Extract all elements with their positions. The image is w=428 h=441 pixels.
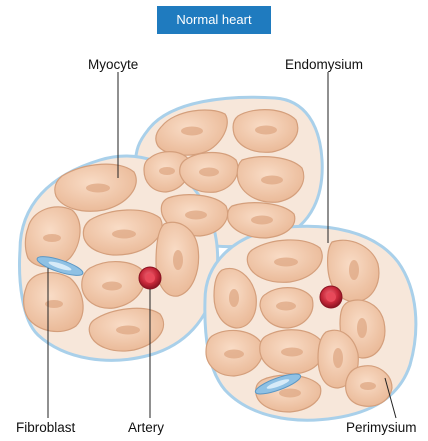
artery-right bbox=[320, 286, 342, 308]
label-fibroblast: Fibroblast bbox=[16, 420, 75, 435]
label-perimysium: Perimysium bbox=[346, 420, 417, 435]
label-myocyte: Myocyte bbox=[88, 57, 138, 72]
title-badge: Normal heart bbox=[157, 6, 271, 34]
label-artery: Artery bbox=[128, 420, 164, 435]
artery-left bbox=[139, 267, 161, 289]
label-endomysium: Endomysium bbox=[285, 57, 363, 72]
